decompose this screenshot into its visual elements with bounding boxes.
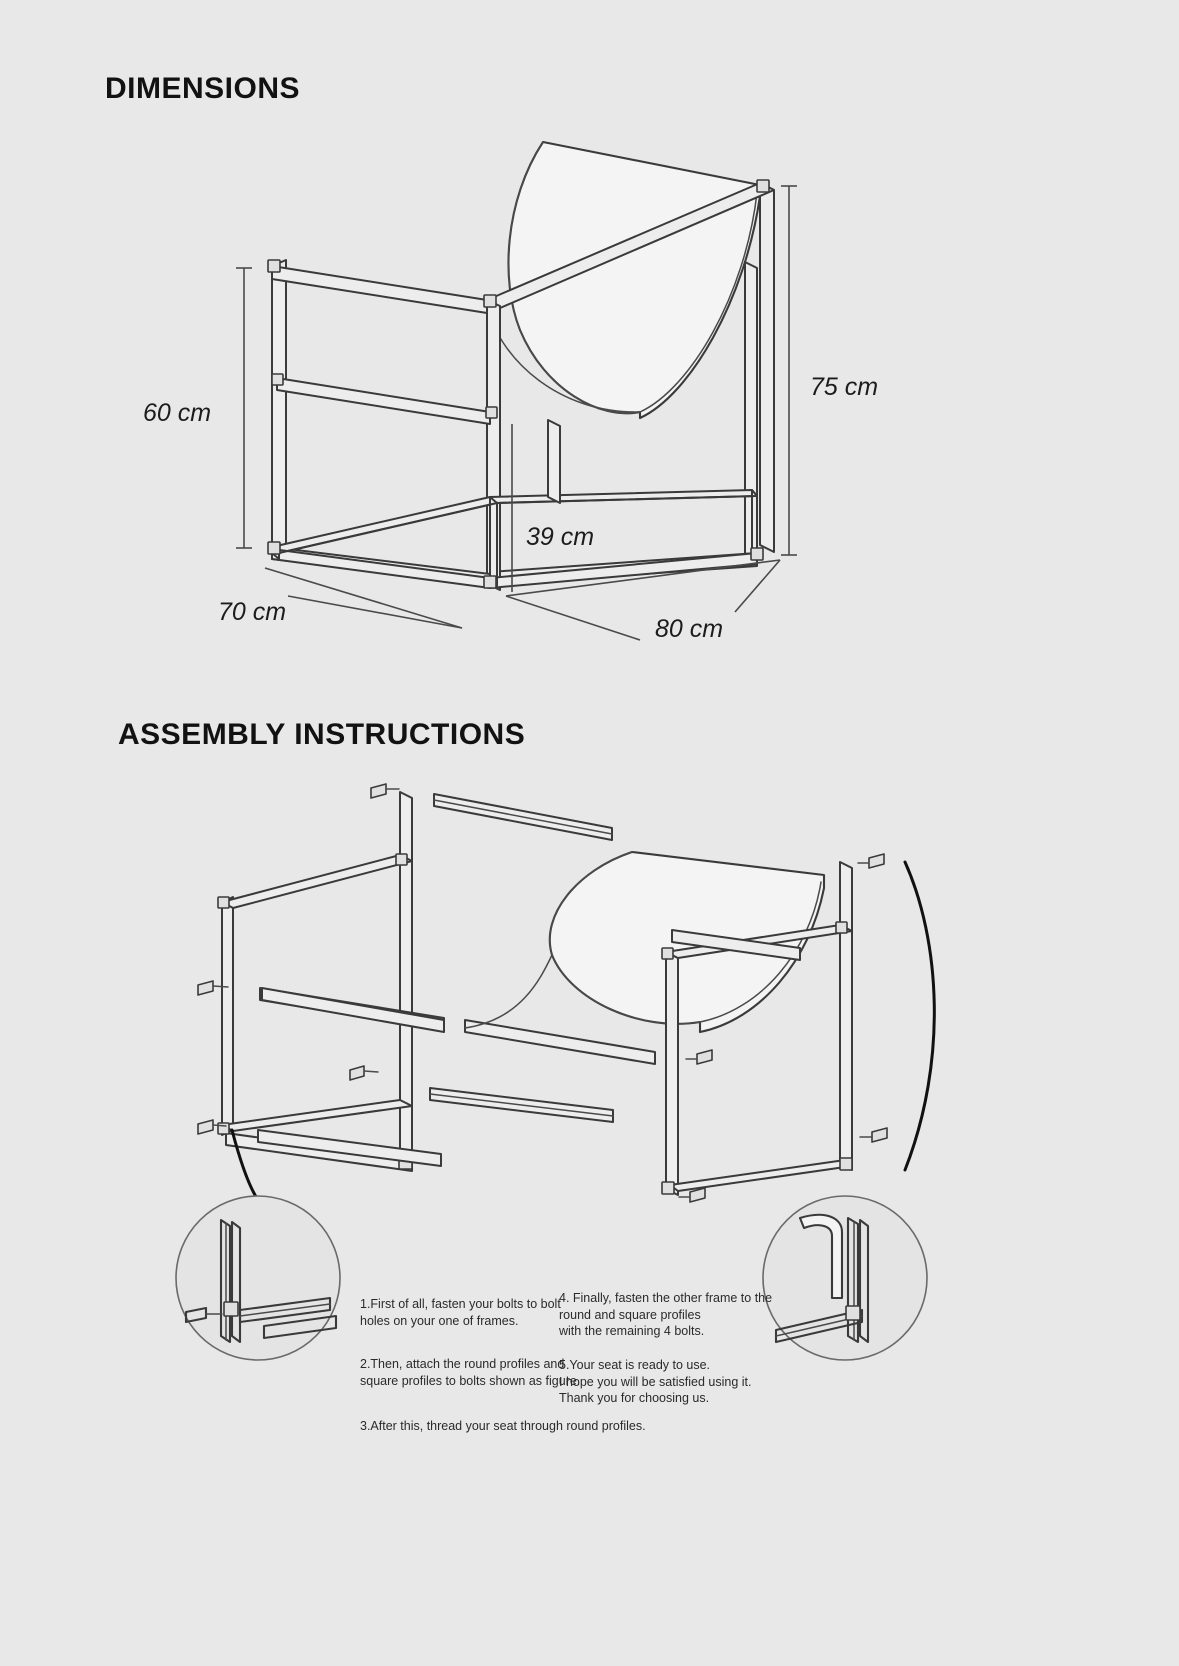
dimension-label-arm-height: 60 cm <box>143 399 212 427</box>
assembly-step-2: 2.Then, attach the round profiles and sq… <box>360 1357 581 1388</box>
assembly-step-5: 5.Your seat is ready to use. I hope you … <box>559 1358 752 1405</box>
dimensions-diagram <box>236 140 797 641</box>
assembly-step-1: 1.First of all, fasten your bolts to bol… <box>360 1297 561 1328</box>
dimension-label-seat-height: 39 cm <box>526 523 595 551</box>
assembly-step-3: 3.After this, thread your seat through r… <box>360 1419 646 1433</box>
assembly-step-4: 4. Finally, fasten the other frame to th… <box>559 1291 773 1338</box>
assembly-instructions-heading: ASSEMBLY INSTRUCTIONS <box>118 718 526 751</box>
dimension-label-depth: 70 cm <box>218 598 287 626</box>
dimensions-heading: DIMENSIONS <box>105 72 301 105</box>
dimension-label-width: 80 cm <box>655 615 724 643</box>
detail-callout-left-circle <box>175 1195 341 1361</box>
detail-callout-right-circle <box>762 1195 928 1361</box>
bolt-group-left <box>197 783 400 1135</box>
dimension-label-back-height: 75 cm <box>810 373 879 401</box>
assembly-exploded-diagram <box>175 783 936 1361</box>
bolt-group-right <box>678 853 888 1203</box>
